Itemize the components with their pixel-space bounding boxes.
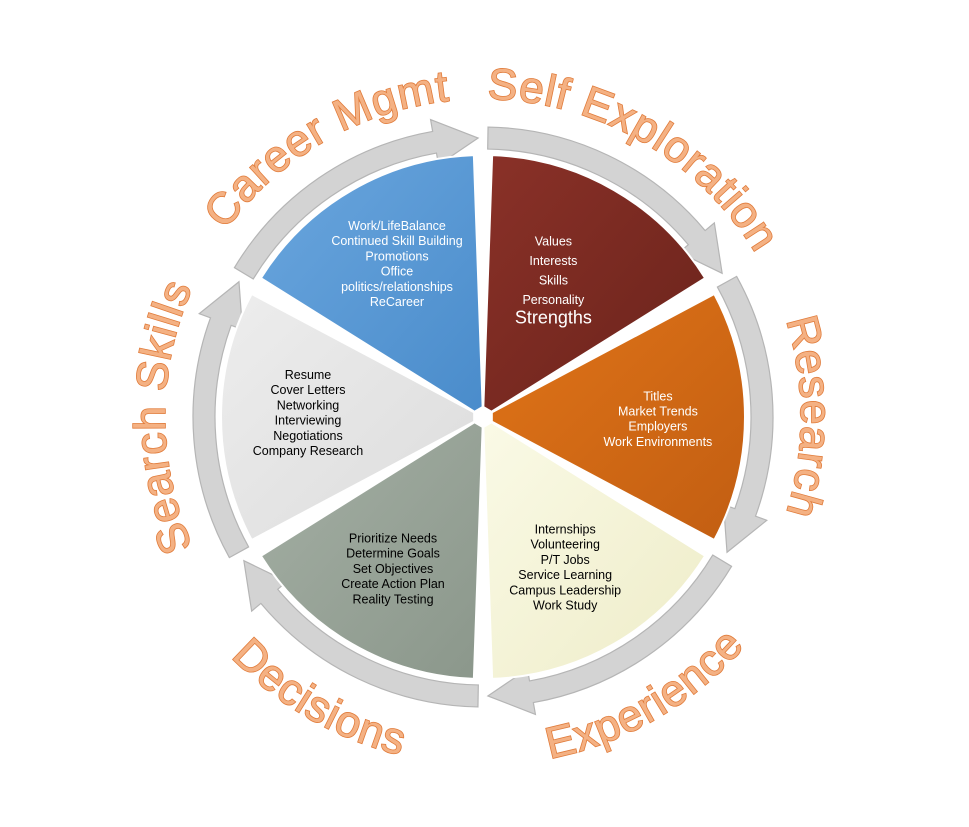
segment-item: Office — [381, 265, 413, 279]
segment-item: Work Environments — [603, 435, 712, 449]
cycle-arrow-career-mgmt — [233, 118, 480, 280]
segment-item: Values — [535, 235, 572, 249]
segment-decisions — [259, 421, 484, 680]
segment-item: Prioritize Needs — [349, 532, 437, 546]
segment-item: Work Study — [533, 599, 598, 613]
segment-item: Determine Goals — [346, 547, 440, 561]
segment-research — [490, 292, 746, 542]
segment-item: Reality Testing — [352, 592, 433, 606]
segment-item: Negotiations — [273, 429, 343, 443]
segment-item: Company Research — [253, 444, 364, 458]
segment-item: Work/LifeBalance — [348, 219, 446, 233]
segment-item: Market Trends — [618, 405, 698, 419]
segment-item: P/T Jobs — [541, 553, 590, 567]
segment-item: Personality — [522, 293, 585, 307]
segment-item: Networking — [277, 398, 340, 412]
segment-item: Interests — [529, 254, 577, 268]
cycle-arrow-research — [716, 275, 774, 554]
stage-title-research: Research — [777, 310, 841, 524]
segment-item: ReCareer — [370, 295, 424, 309]
segment-item: Service Learning — [518, 568, 612, 582]
segment-item: Resume — [285, 368, 332, 382]
cycle-arrow-experience — [486, 554, 733, 716]
segment-item: Interviewing — [275, 414, 342, 428]
cycle-arrow-decisions — [243, 559, 479, 708]
segment-item: Continued Skill Building — [331, 234, 462, 248]
cycle-arrow-self-exploration — [487, 126, 723, 275]
segment-item: Volunteering — [530, 538, 600, 552]
segment-item: Employers — [628, 420, 687, 434]
segment-item: Skills — [539, 274, 568, 288]
cycle-arrow-search-skills — [192, 280, 250, 559]
segment-item: Cover Letters — [270, 383, 345, 397]
segment-self-exploration — [482, 154, 707, 413]
segment-experience — [482, 421, 707, 680]
segment-item: Create Action Plan — [341, 577, 445, 591]
segment-item: politics/relationships — [341, 280, 453, 294]
segment-item: Titles — [643, 389, 672, 403]
segment-career-mgmt — [259, 154, 484, 413]
segment-item: Strengths — [515, 308, 592, 328]
segment-item: Campus Leadership — [509, 583, 621, 597]
stage-title-search-skills: Search Skills — [126, 272, 202, 561]
segment-item: Internships — [535, 523, 596, 537]
segment-search-skills — [220, 292, 476, 542]
segment-item: Set Objectives — [353, 562, 434, 576]
segment-item: Promotions — [365, 249, 428, 263]
